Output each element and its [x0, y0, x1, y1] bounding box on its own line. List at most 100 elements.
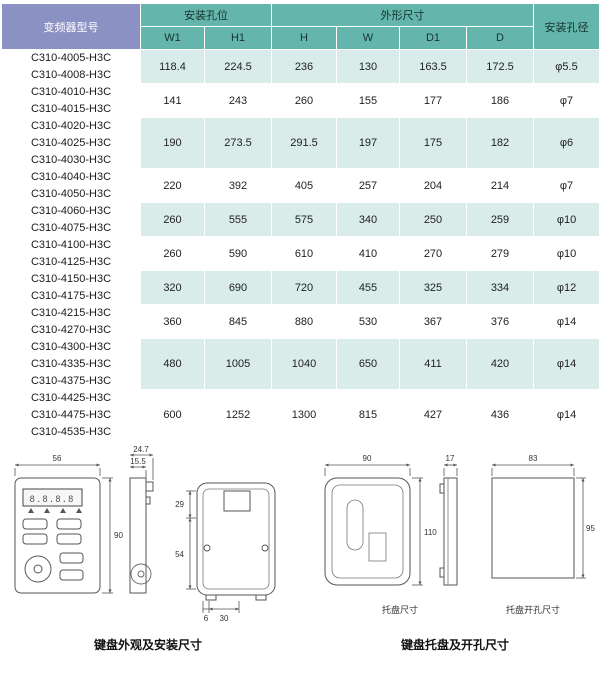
model-column-header: 变频器型号	[1, 3, 141, 50]
dim-tray-depth: 17	[446, 454, 455, 463]
dimension-value: 220	[140, 168, 205, 203]
tray-front-dimension-lines	[324, 463, 423, 586]
keypad-rear-dimension-lines	[186, 490, 240, 613]
dimension-value: 360	[140, 304, 205, 339]
tray-cutout-dimension-lines	[491, 463, 586, 579]
model-cell: C310-4075-H3C	[1, 219, 141, 237]
dimension-value: 420	[466, 338, 534, 390]
column-header-w1: W1	[140, 26, 205, 50]
dimension-value: 141	[140, 83, 205, 118]
dimension-value: 325	[399, 270, 467, 305]
tray-clip	[439, 483, 445, 494]
model-cell: C310-4100-H3C	[1, 236, 141, 254]
keypad-button	[22, 533, 48, 545]
mount-foot	[255, 594, 267, 601]
tray-cutout-view	[491, 477, 575, 579]
dim-foot-width: 30	[220, 614, 229, 623]
hole-diameter-value: φ5.5	[533, 49, 600, 84]
knob-shaft	[145, 481, 154, 492]
bottom-captions: 键盘外观及安装尺寸 键盘托盘及开孔尺寸	[0, 636, 600, 660]
dimension-value: 1252	[204, 389, 272, 441]
mount-tab	[145, 496, 151, 505]
tray-window	[368, 532, 387, 562]
dimension-value: 175	[399, 117, 467, 169]
table-row: C310-4535-H3C	[1, 423, 600, 441]
hole-diameter-value: φ10	[533, 202, 600, 237]
mount-holes-group-header: 安装孔位	[140, 3, 272, 27]
column-header-w: W	[336, 26, 400, 50]
table-row: C310-4375-H3C	[1, 372, 600, 390]
dimension-value: 880	[271, 304, 337, 339]
dim-cutout-height: 95	[586, 524, 595, 533]
led-indicator-icon	[28, 508, 34, 513]
technical-drawings: 8.8.8.8 56 90 24.7 15.5	[14, 445, 595, 623]
dimension-value: 530	[336, 304, 400, 339]
dimension-value: 163.5	[399, 49, 467, 84]
dim-keypad-depth-body: 15.5	[130, 457, 146, 466]
column-header-h1: H1	[204, 26, 272, 50]
keypad-button	[56, 533, 82, 545]
dimension-value: 575	[271, 202, 337, 237]
potentiometer-knob-center	[33, 564, 43, 574]
dimension-value: 720	[271, 270, 337, 305]
model-cell: C310-4335-H3C	[1, 355, 141, 373]
model-cell: C310-4005-H3C	[1, 49, 141, 67]
table-row: C310-4008-H3C	[1, 66, 600, 84]
model-cell: C310-4215-H3C	[1, 304, 141, 322]
dimension-value: 610	[271, 236, 337, 271]
table-row: C310-4075-H3C	[1, 219, 600, 237]
column-header-d1: D1	[399, 26, 467, 50]
dimension-value: 392	[204, 168, 272, 203]
dim-keypad-height: 90	[114, 531, 123, 540]
hole-diameter-value: φ14	[533, 389, 600, 441]
model-cell: C310-4270-H3C	[1, 321, 141, 339]
dimension-value: 186	[466, 83, 534, 118]
model-cell: C310-4020-H3C	[1, 117, 141, 135]
mount-hole	[261, 544, 269, 552]
dimension-value: 250	[399, 202, 467, 237]
rj45-connector	[223, 490, 251, 512]
dimension-value: 376	[466, 304, 534, 339]
led-indicator-icon	[60, 508, 66, 513]
dimension-value: 590	[204, 236, 272, 271]
dim-keypad-width: 56	[53, 454, 62, 463]
dim-cutout-width: 83	[529, 454, 538, 463]
dimension-value: 690	[204, 270, 272, 305]
table-row: C310-4335-H3C	[1, 355, 600, 373]
model-cell: C310-4030-H3C	[1, 151, 141, 169]
dim-foot-offset: 6	[204, 614, 209, 623]
adjust-wheel	[130, 563, 152, 585]
dimension-value: 260	[271, 83, 337, 118]
keypad-button	[59, 569, 84, 581]
tray-side-dimension-lines	[443, 463, 458, 476]
mount-hole	[203, 544, 211, 552]
dimension-value: 130	[336, 49, 400, 84]
dim-tray-height: 110	[424, 528, 437, 537]
led-indicator-icon	[44, 508, 50, 513]
keypad-button	[56, 518, 82, 530]
dimension-value: 405	[271, 168, 337, 203]
hole-diameter-value: φ7	[533, 83, 600, 118]
model-cell: C310-4008-H3C	[1, 66, 141, 84]
dimension-value: 177	[399, 83, 467, 118]
keypad-side-dimension-lines	[130, 453, 154, 480]
model-cell: C310-4375-H3C	[1, 372, 141, 390]
dimension-value: 480	[140, 338, 205, 390]
dimension-value: 340	[336, 202, 400, 237]
tray-front-view	[324, 477, 411, 586]
dimension-value: 204	[399, 168, 467, 203]
keypad-side-view	[129, 477, 154, 594]
dimension-value: 845	[204, 304, 272, 339]
hole-diameter-value: φ7	[533, 168, 600, 203]
dimension-value: 334	[466, 270, 534, 305]
dimension-value: 279	[466, 236, 534, 271]
seven-segment-digits: 8.8.8.8	[30, 495, 75, 505]
potentiometer-knob	[24, 555, 52, 583]
